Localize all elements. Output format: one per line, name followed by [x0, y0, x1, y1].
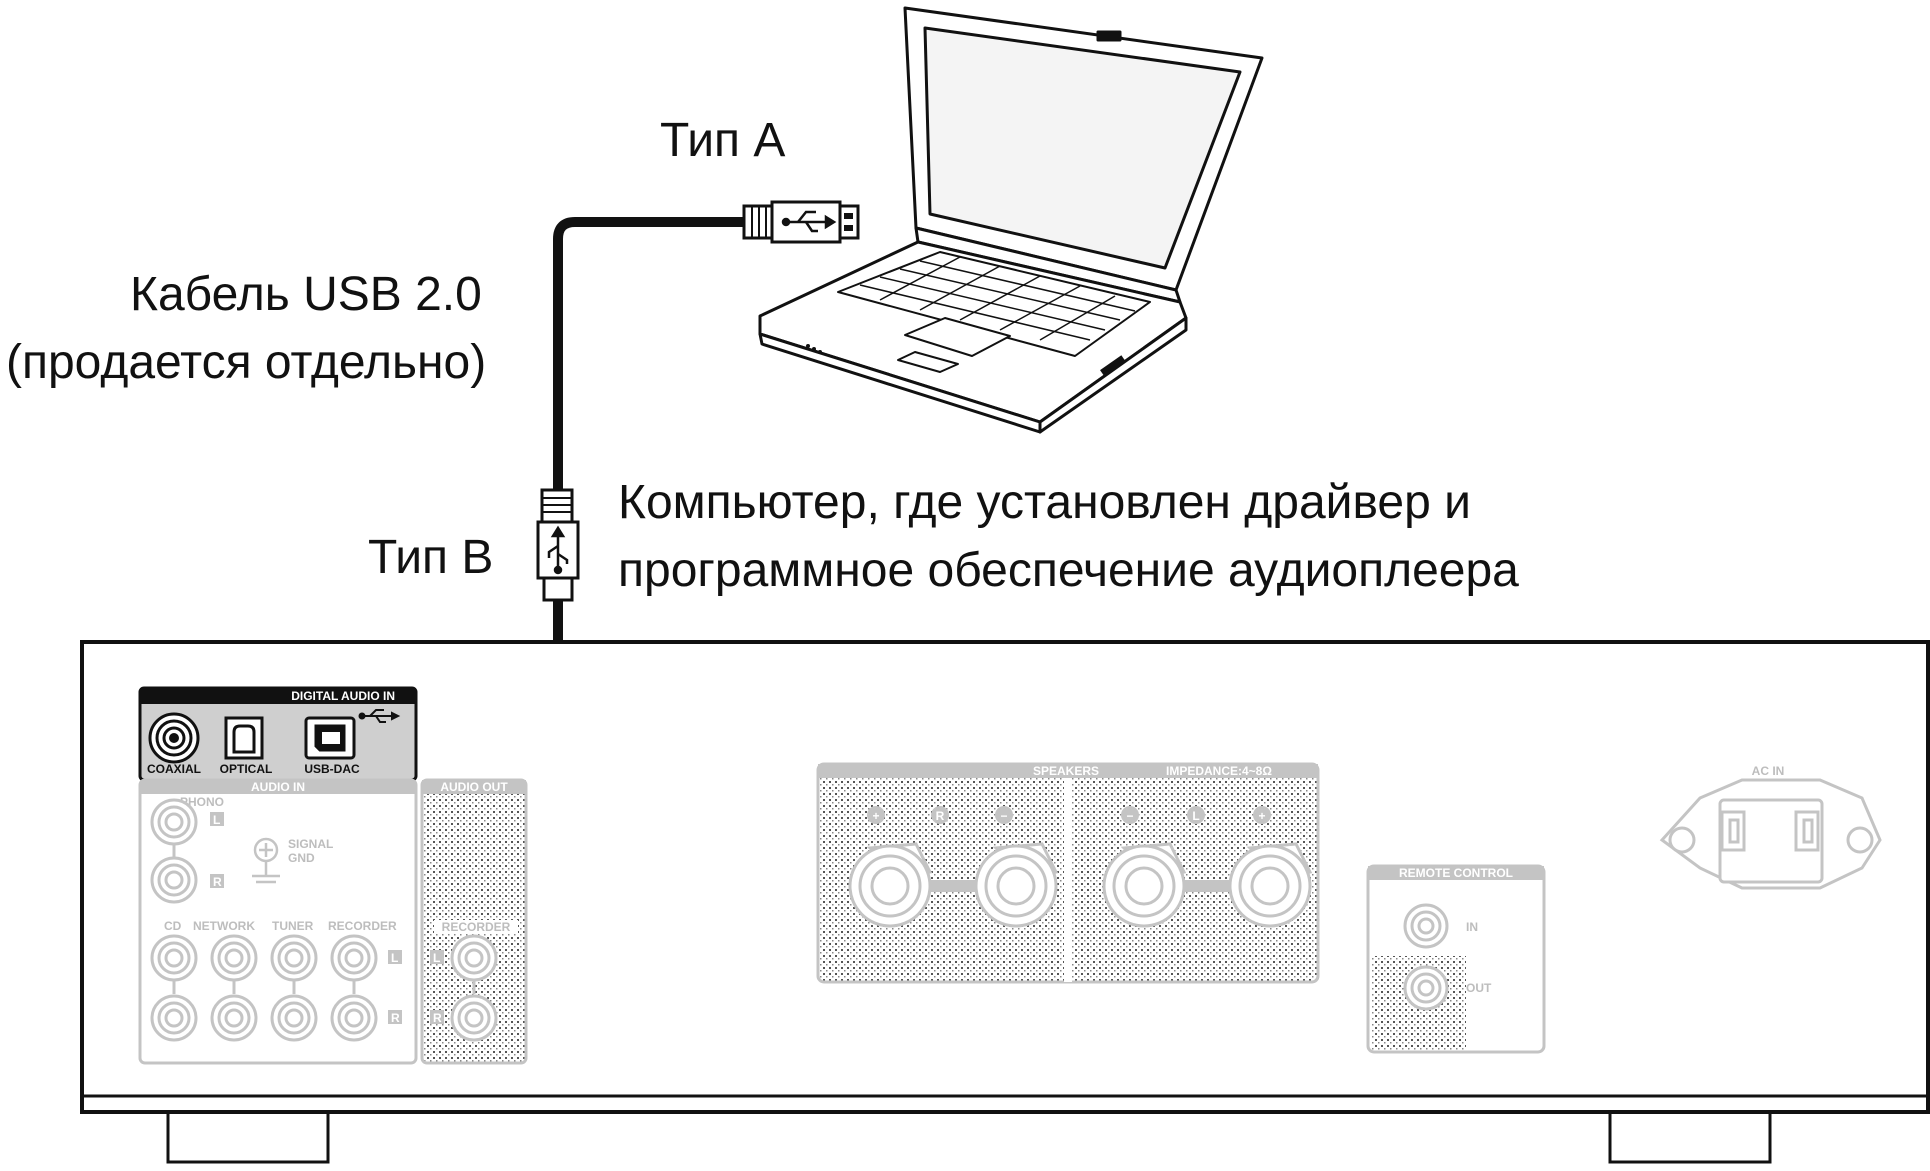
rca-jacks-audio-in — [150, 798, 378, 1042]
polarity-badge — [1121, 806, 1139, 824]
coaxial-jack — [148, 712, 200, 764]
remote-control-section: REMOTE CONTROL IN OUT — [1366, 864, 1546, 1054]
usb-dac-jack — [304, 716, 356, 760]
speaker-terminals: + R − − L + — [848, 806, 1313, 928]
polarity-mark: + — [1258, 809, 1265, 823]
audio-out-section: AUDIO OUT RECORDER L R — [420, 778, 528, 1065]
usb-dac-label: USB-DAC — [304, 762, 360, 776]
speaker-terminal — [974, 842, 1059, 928]
computer-label-line2: программное обеспечение аудиоплеера — [618, 544, 1519, 597]
line-in-l-jack — [210, 934, 258, 982]
polarity-badge — [995, 806, 1013, 824]
usb-symbol-icon — [358, 709, 401, 723]
audio-in-label: AUDIO IN — [251, 780, 305, 794]
phono-l-badge: L — [213, 813, 220, 827]
optical-jack — [224, 716, 264, 760]
computer-label-line1: Компьютер, где установлен драйвер и — [618, 476, 1471, 529]
line-in-r-jack — [270, 994, 318, 1042]
speakers-section: SPEAKERS IMPEDANCE:4~8Ω + R − − L + — [816, 762, 1320, 984]
audio-out-label: AUDIO OUT — [440, 780, 508, 794]
digital-audio-in-section: DIGITAL AUDIO IN COAXIAL OPTICAL USB-DAC — [138, 686, 418, 782]
rec-out-r-badge: R — [433, 1011, 442, 1025]
ground-terminal-icon — [252, 837, 280, 884]
polarity-badge — [867, 806, 885, 824]
tuner-label: TUNER — [272, 919, 314, 933]
laptop-illustration — [758, 6, 1264, 434]
line-in-l-jack — [330, 934, 378, 982]
impedance-label: IMPEDANCE:4~8Ω — [1166, 764, 1272, 778]
rca-jacks-audio-out — [450, 934, 498, 1042]
phono-r-badge: R — [213, 875, 222, 889]
polarity-badge — [931, 806, 949, 824]
signal-gnd-label: SIGNAL — [288, 837, 333, 851]
polarity-mark: − — [1000, 809, 1007, 823]
type-b-label: Тип B — [368, 531, 493, 584]
phono-r-jack — [150, 856, 198, 904]
line-in-r-jack — [330, 994, 378, 1042]
remote-control-label: REMOTE CONTROL — [1399, 866, 1513, 880]
line-r-badge: R — [391, 1011, 400, 1025]
remote-out-label: OUT — [1466, 981, 1492, 995]
polarity-badge — [1253, 806, 1271, 824]
signal-gnd-label-2: GND — [288, 851, 315, 865]
ac-in-label: AC IN — [1752, 764, 1785, 778]
line-l-badge: L — [391, 951, 398, 965]
network-label: NETWORK — [193, 919, 255, 933]
digital-audio-in-label: DIGITAL AUDIO IN — [291, 689, 395, 703]
cd-label: CD — [164, 919, 182, 933]
polarity-mark: R — [936, 809, 945, 823]
line-in-r-jack — [210, 994, 258, 1042]
polarity-badge — [1187, 806, 1205, 824]
optical-label: OPTICAL — [220, 762, 273, 776]
speakers-label: SPEAKERS — [1033, 764, 1099, 778]
speaker-terminal — [1102, 842, 1187, 928]
line-in-r-jack — [150, 994, 198, 1042]
polarity-mark: + — [872, 809, 879, 823]
line-in-l-jack — [270, 934, 318, 982]
phono-l-jack — [150, 798, 198, 846]
rec-out-l-badge: L — [433, 951, 440, 965]
recorder-label: RECORDER — [328, 919, 397, 933]
line-in-l-jack — [150, 934, 198, 982]
polarity-mark: − — [1126, 809, 1133, 823]
remote-in-label: IN — [1466, 920, 1478, 934]
cable-label-line2: (продается отдельно) — [6, 336, 486, 389]
polarity-mark: L — [1192, 809, 1199, 823]
speaker-terminal — [848, 842, 933, 928]
phono-label: PHONO — [180, 795, 224, 809]
audio-in-section: AUDIO IN PHONO SIGNAL GND CD NETWORK TUN… — [138, 778, 418, 1065]
speaker-terminal — [1228, 842, 1313, 928]
recorder-out-label: RECORDER — [442, 920, 511, 934]
cable-label-line1: Кабель USB 2.0 — [130, 268, 482, 321]
rec-out-r-jack — [450, 994, 498, 1042]
type-a-label: Тип A — [660, 114, 785, 167]
usb-symbol-icon — [781, 210, 837, 233]
coaxial-label: COAXIAL — [147, 762, 201, 776]
ac-inlet — [1659, 778, 1882, 890]
usb-symbol-icon — [547, 525, 569, 575]
rec-out-l-jack — [450, 934, 498, 982]
